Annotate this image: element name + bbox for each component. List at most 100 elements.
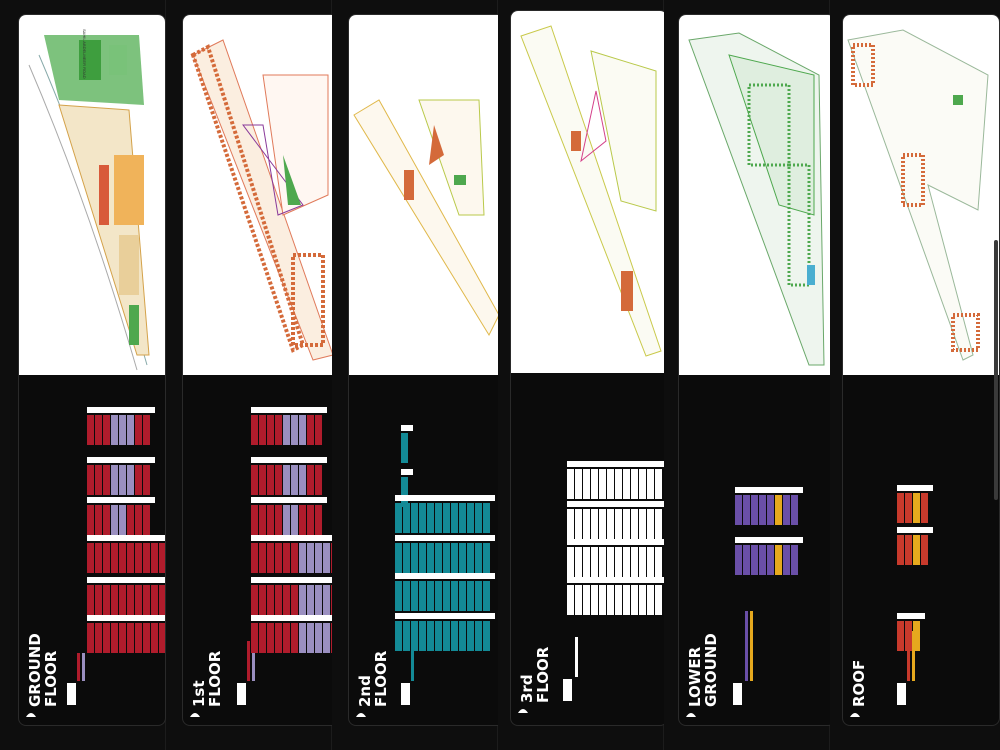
floor-card-2nd[interactable]: 2nd FLOOR bbox=[348, 14, 506, 726]
floor-strip-1st: 1st FLOOR bbox=[166, 0, 340, 750]
floor-plan-image bbox=[183, 15, 339, 375]
table-cell bbox=[783, 495, 790, 525]
unit-table-lower-ground: LOWER GROUND bbox=[679, 377, 835, 725]
scrollbar[interactable] bbox=[994, 240, 998, 500]
table-cell bbox=[103, 585, 110, 615]
table-cell bbox=[647, 469, 654, 499]
table-cell bbox=[435, 581, 442, 611]
table-cell bbox=[307, 543, 314, 573]
table-cell bbox=[87, 623, 94, 653]
table-cell bbox=[251, 623, 258, 653]
brand-logo-icon bbox=[518, 709, 528, 713]
brand-logo-icon bbox=[190, 713, 200, 717]
table-cell bbox=[575, 469, 582, 499]
table-cell bbox=[283, 465, 290, 495]
table-cell bbox=[751, 545, 758, 575]
table-cell bbox=[775, 545, 782, 575]
table-cell bbox=[435, 503, 442, 533]
table-cell bbox=[639, 469, 646, 499]
table-cell bbox=[119, 543, 126, 573]
floor-card-ground[interactable]: SAHIL ABDELMEER ROAD GROUND FLOOR bbox=[18, 14, 166, 726]
table-cell bbox=[647, 509, 654, 539]
table-column bbox=[897, 621, 920, 651]
table-cell bbox=[435, 543, 442, 573]
table-cell bbox=[143, 505, 150, 535]
table-column-header bbox=[735, 537, 803, 543]
table-cell bbox=[443, 621, 450, 651]
floor-title: GROUND FLOOR bbox=[26, 633, 60, 707]
table-column bbox=[87, 585, 165, 615]
table-cell bbox=[751, 495, 758, 525]
table-cell bbox=[411, 543, 418, 573]
floor-strip-lower-ground: LOWER GROUND bbox=[664, 0, 836, 750]
table-cell bbox=[283, 505, 290, 535]
floor-card-lower-ground[interactable]: LOWER GROUND bbox=[678, 14, 836, 726]
table-cell bbox=[259, 543, 266, 573]
table-cell bbox=[299, 505, 306, 535]
table-cell bbox=[119, 465, 126, 495]
table-cell bbox=[567, 585, 574, 615]
table-cell bbox=[103, 465, 110, 495]
unit-table-roof: ROOF bbox=[843, 377, 999, 725]
table-column bbox=[395, 503, 490, 533]
table-cell bbox=[575, 509, 582, 539]
table-cell bbox=[103, 415, 110, 445]
floor-plan-image bbox=[843, 15, 999, 375]
floor-card-3rd[interactable]: 3rd FLOOR bbox=[510, 10, 668, 726]
unit-table-ground: GROUND FLOOR bbox=[19, 377, 165, 725]
table-column-header bbox=[251, 407, 327, 413]
table-cell bbox=[735, 545, 742, 575]
table-cell bbox=[127, 585, 134, 615]
floor-card-1st[interactable]: 1st FLOOR bbox=[182, 14, 340, 726]
table-cell bbox=[897, 493, 904, 523]
table-cell bbox=[87, 465, 94, 495]
table-cell bbox=[135, 505, 142, 535]
table-column bbox=[251, 415, 322, 445]
table-cell bbox=[427, 581, 434, 611]
table-column-header bbox=[251, 615, 339, 621]
legend-label bbox=[237, 683, 246, 705]
table-cell bbox=[615, 509, 622, 539]
table-column-header bbox=[567, 461, 667, 467]
floor-strip-2nd: 2nd FLOOR bbox=[332, 0, 506, 750]
table-column bbox=[401, 477, 408, 507]
table-cell bbox=[483, 503, 490, 533]
table-column bbox=[395, 621, 490, 651]
table-cell bbox=[443, 503, 450, 533]
table-cell bbox=[119, 415, 126, 445]
legend-swatch bbox=[745, 611, 748, 681]
floor-title: ROOF bbox=[850, 659, 868, 707]
table-column bbox=[735, 545, 798, 575]
table-cell bbox=[95, 415, 102, 445]
table-cell bbox=[443, 543, 450, 573]
table-cell bbox=[427, 503, 434, 533]
table-cell bbox=[127, 623, 134, 653]
table-cell bbox=[135, 465, 142, 495]
table-cell bbox=[87, 543, 94, 573]
table-cell bbox=[111, 505, 118, 535]
brand-logo-icon bbox=[26, 713, 36, 717]
table-column-header bbox=[567, 539, 667, 545]
table-cell bbox=[583, 469, 590, 499]
table-cell bbox=[897, 621, 904, 651]
table-cell bbox=[759, 545, 766, 575]
table-cell bbox=[291, 585, 298, 615]
table-cell bbox=[275, 465, 282, 495]
plan-road-label: SAHIL ABDELMEER ROAD bbox=[82, 29, 87, 79]
table-cell bbox=[135, 623, 142, 653]
table-cell bbox=[291, 415, 298, 445]
table-cell bbox=[307, 505, 314, 535]
table-cell bbox=[921, 493, 928, 523]
table-cell bbox=[151, 585, 158, 615]
table-cell bbox=[259, 585, 266, 615]
floor-title: 2nd FLOOR bbox=[356, 650, 390, 707]
table-column-header bbox=[87, 407, 155, 413]
table-cell bbox=[299, 543, 306, 573]
table-cell bbox=[631, 469, 638, 499]
table-cell bbox=[119, 623, 126, 653]
legend bbox=[63, 615, 97, 705]
brand-logo-icon bbox=[356, 713, 366, 717]
table-cell bbox=[615, 547, 622, 577]
table-cell bbox=[607, 469, 614, 499]
floor-card-roof[interactable]: ROOF bbox=[842, 14, 1000, 726]
